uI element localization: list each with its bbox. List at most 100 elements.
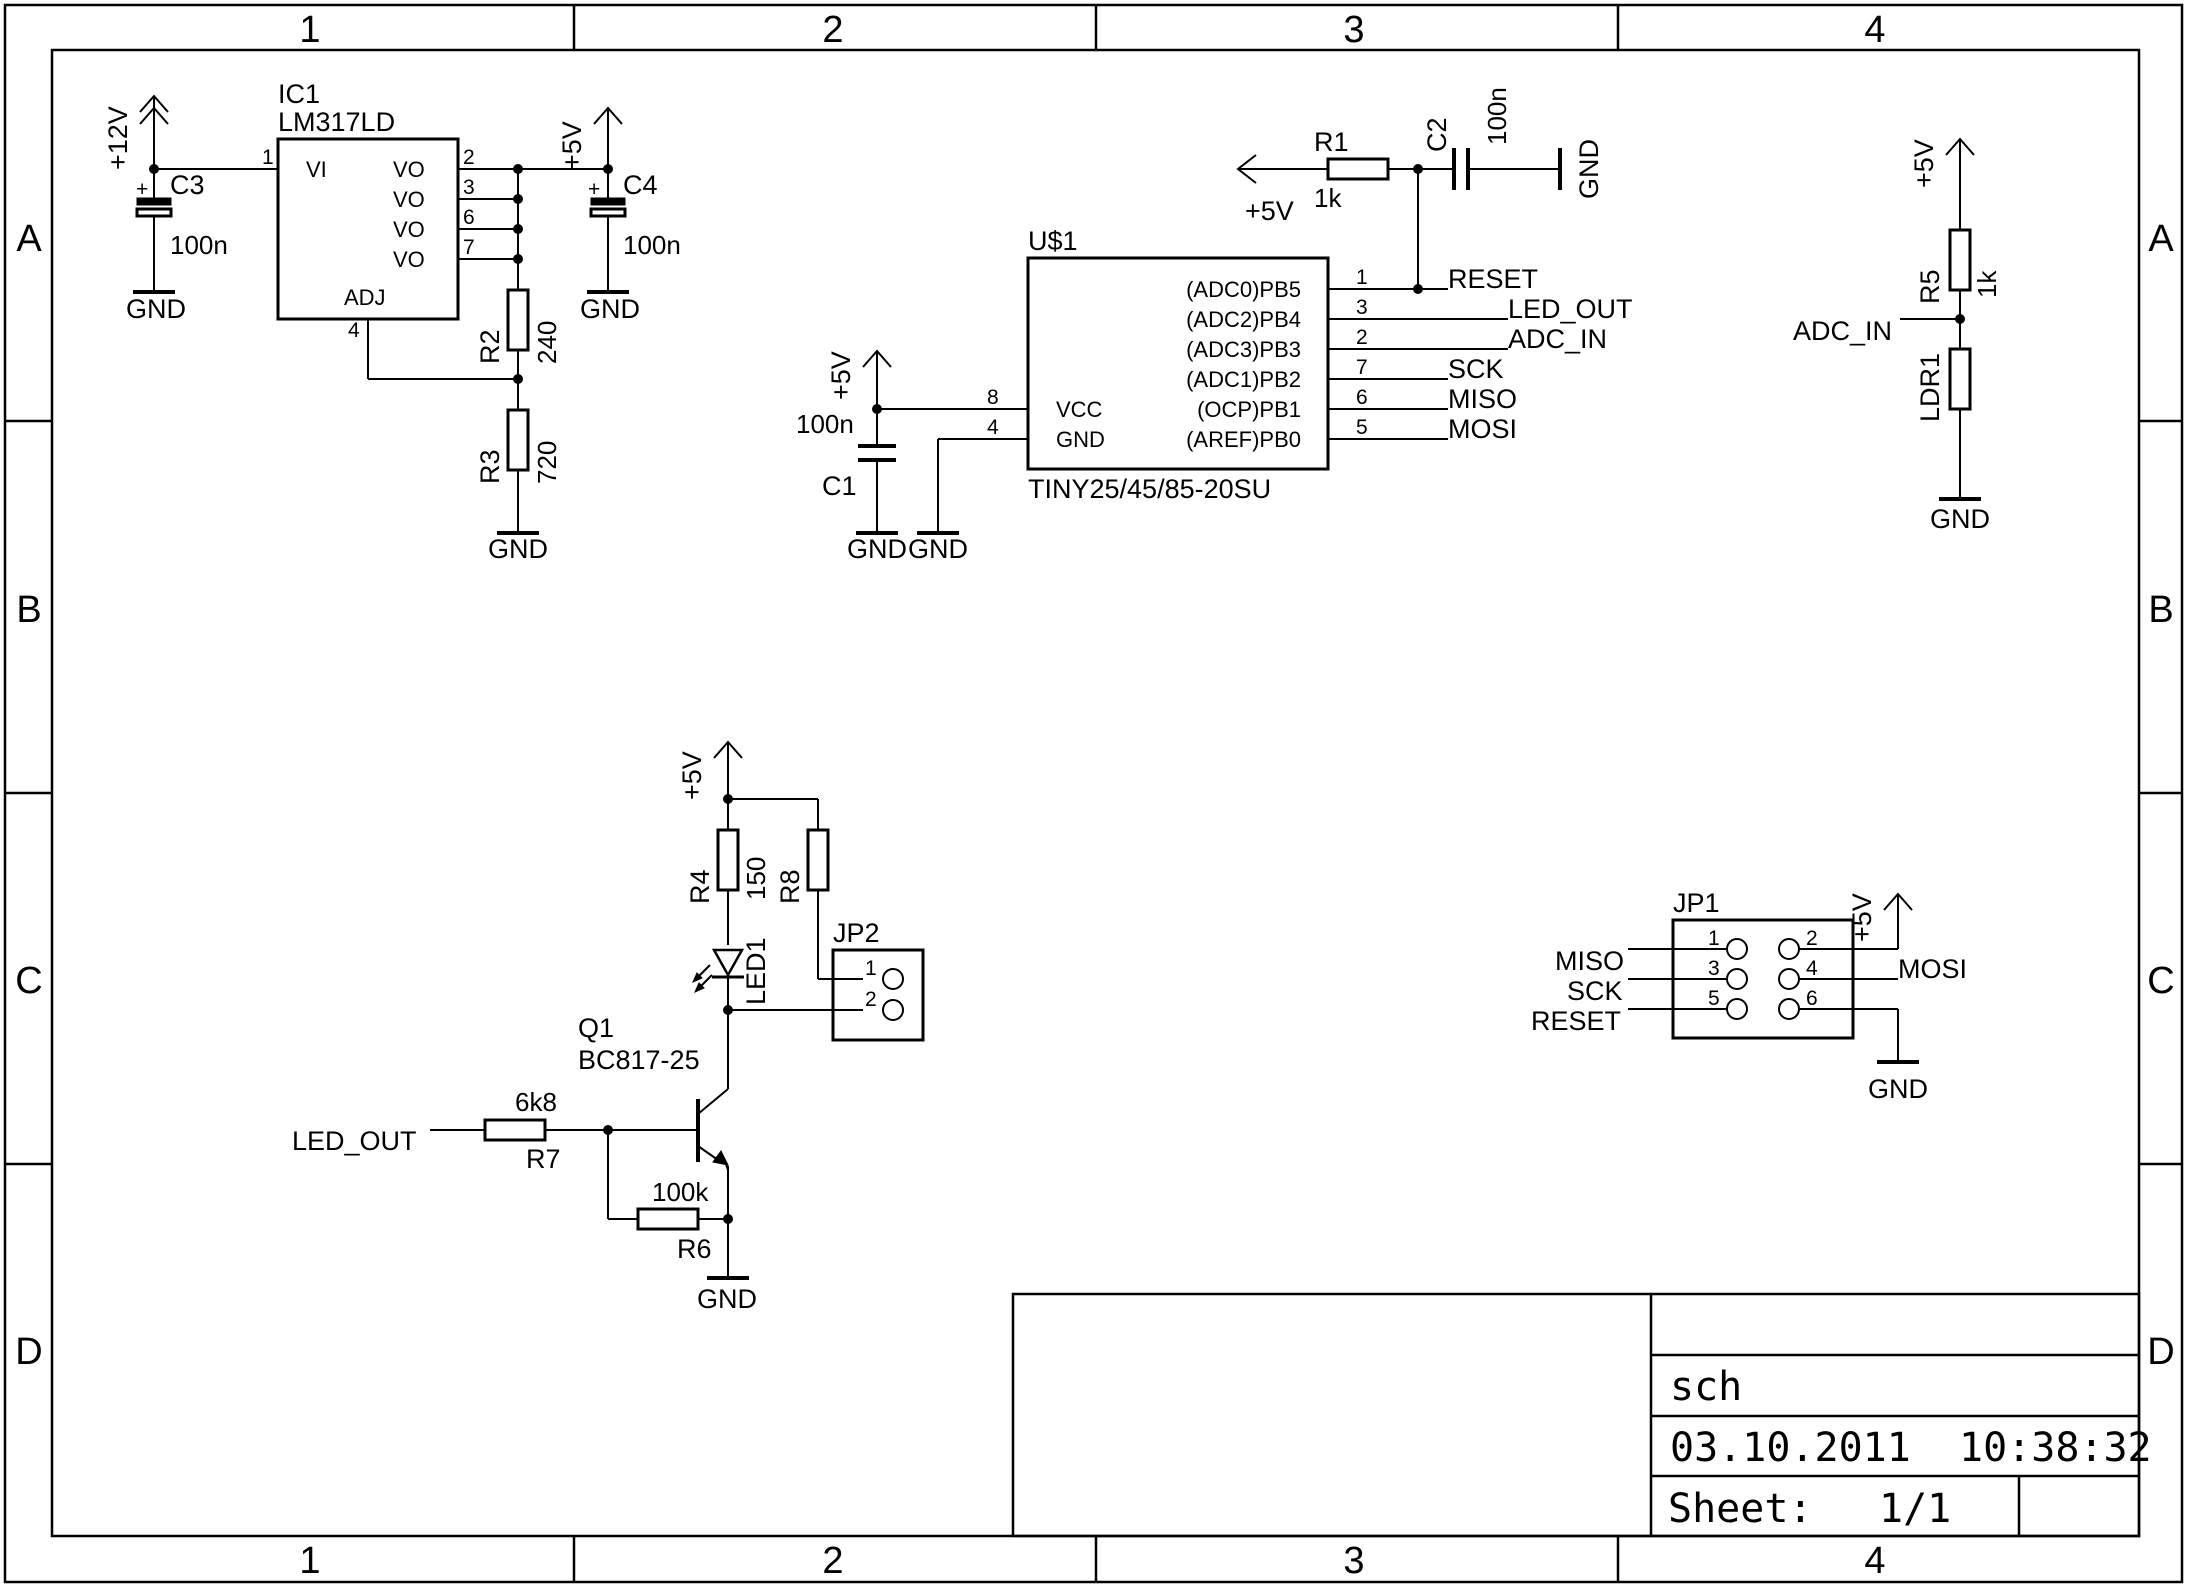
ic1-ref: IC1 <box>278 79 320 109</box>
p5v-symbol: +5V <box>1236 154 1328 226</box>
p5v-label: +5V <box>1909 139 1939 188</box>
jp1-pin-number: 3 <box>1708 957 1720 980</box>
r6-value: 100k <box>652 1177 709 1207</box>
r4-ref: R4 <box>685 869 715 904</box>
u1-pin-number: 2 <box>1356 326 1368 349</box>
capacitor-c4: + C4 100n <box>588 170 681 292</box>
ic1-pin-vi-label: VI <box>306 157 327 182</box>
grid-column-labels-bottom: 1 2 3 4 <box>299 1540 1885 1582</box>
gnd-symbol: GND <box>126 290 186 324</box>
jp2-pin-number: 2 <box>865 988 877 1011</box>
net-label-led-out: LED_OUT <box>292 1126 417 1156</box>
net-label-miso: MISO <box>1555 946 1624 976</box>
gnd-label: GND <box>126 294 186 324</box>
p5v-label: +5V <box>826 351 856 400</box>
u1-pin-number: 7 <box>1356 356 1368 379</box>
ic1-pin-number: 3 <box>463 176 475 199</box>
grid-col-label: 4 <box>1864 1540 1885 1582</box>
grid-row-label: A <box>16 218 42 260</box>
c3-ref: C3 <box>170 170 205 200</box>
r7-value: 6k8 <box>515 1087 557 1117</box>
q1-value: BC817-25 <box>578 1045 700 1075</box>
r2-value: 240 <box>532 321 562 364</box>
capacitor-c3: + C3 100n <box>135 170 228 292</box>
grid-row-label: B <box>16 589 41 631</box>
q1-ref: Q1 <box>578 1013 614 1043</box>
ic1-pin-number: 1 <box>262 146 274 169</box>
gnd-symbol: GND <box>488 531 548 564</box>
ldr-ldr1: LDR1 <box>1915 347 1972 499</box>
p5v-label: +5V <box>1847 893 1877 942</box>
u1-pin-name: GND <box>1056 427 1105 452</box>
gnd-label: GND <box>847 534 907 564</box>
r8-ref: R8 <box>775 869 805 904</box>
gnd-label: GND <box>1930 504 1990 534</box>
gnd-label: GND <box>908 534 968 564</box>
u1-pin-number: 1 <box>1356 266 1368 289</box>
u1-pin-function: (AREF)PB0 <box>1186 427 1301 452</box>
net-label-reset: RESET <box>1531 1006 1621 1036</box>
ic1-pin-vo-label: VO <box>393 217 425 242</box>
resistor-r1: R1 1k <box>1314 127 1418 213</box>
capacitor-c2: C2 100n <box>1418 87 1560 190</box>
grid-col-label: 4 <box>1864 9 1885 51</box>
gnd-label: GND <box>1868 1074 1928 1104</box>
u1-pin-number: 6 <box>1356 386 1368 409</box>
p5v-label: +5V <box>677 751 707 800</box>
resistor-r8: R8 <box>775 828 863 980</box>
c3-polarity: + <box>136 178 148 201</box>
resistor-r2: R2 240 <box>475 259 562 410</box>
resistor-r6: 100k R6 <box>636 1177 712 1264</box>
net-label-adc-in: ADC_IN <box>1793 316 1892 346</box>
grid-row-label: D <box>2147 1331 2174 1373</box>
gnd-label: GND <box>488 534 548 564</box>
jp2-pin-number: 1 <box>865 957 877 980</box>
u1-right-pins: 1 3 2 7 6 5 (ADC0)PB5 (ADC2)PB4 (ADC3)PB… <box>1186 264 1632 452</box>
ic1-pin-vo-label: VO <box>393 187 425 212</box>
c4-value: 100n <box>623 230 681 260</box>
ldr1-ref: LDR1 <box>1915 353 1945 422</box>
p5v-symbol: +5V <box>826 349 892 446</box>
ic1-pin-number: 2 <box>463 146 475 169</box>
transistor-q1: Q1 BC817-25 <box>578 1013 733 1278</box>
u1-pin-name: VCC <box>1056 397 1103 422</box>
net-label-adc-in: ADC_IN <box>1508 324 1607 354</box>
ic1-pin-number: 6 <box>463 206 475 229</box>
jp2-ref: JP2 <box>833 918 880 948</box>
grid-row-label: C <box>15 960 42 1002</box>
reset-network <box>1413 164 1423 294</box>
grid-col-label: 2 <box>822 9 843 51</box>
gnd-symbol: GND <box>847 531 907 564</box>
net-label-led-out: LED_OUT <box>1508 294 1633 324</box>
u1-pin-function: (OCP)PB1 <box>1197 397 1301 422</box>
title-block-name: sch <box>1670 1364 1742 1410</box>
p5v-symbol: +5V <box>1909 137 1975 230</box>
p5v-symbol: +5V <box>1847 892 1913 949</box>
gnd-symbol: GND <box>697 1276 757 1314</box>
jp1-pin-number: 6 <box>1806 987 1818 1010</box>
title-block-sheet-value: 1/1 <box>1879 1486 1951 1532</box>
ic1-regulator: IC1 LM317LD VI VO VO VO VO ADJ 1 2 3 6 7… <box>154 79 613 380</box>
ic1-pin-vo-label: VO <box>393 157 425 182</box>
gnd-symbol: GND <box>908 439 968 564</box>
net-label-miso: MISO <box>1448 384 1517 414</box>
r6-ref: R6 <box>677 1234 712 1264</box>
r3-ref: R3 <box>475 449 505 484</box>
r5-ref: R5 <box>1915 269 1945 304</box>
u1-pin-function: (ADC2)PB4 <box>1186 307 1301 332</box>
jp1-pin-number: 1 <box>1708 927 1720 950</box>
drawing-frame <box>3 3 2184 1584</box>
p5v-symbol: +5V <box>557 106 623 198</box>
jp1-pin-number: 2 <box>1806 927 1818 950</box>
u1-microcontroller: U$1 TINY25/45/85-20SU 8 4 VCC GND 1 3 2 … <box>877 226 1633 504</box>
title-block: sch 03.10.2011 10:38:32 Sheet: 1/1 <box>1011 1292 2152 1538</box>
jp1-ref: JP1 <box>1673 888 1720 918</box>
c1-value: 100n <box>796 409 854 439</box>
c1-ref: C1 <box>822 471 857 501</box>
led-driver-wiring <box>723 1005 863 1089</box>
jp1-pin-number: 5 <box>1708 987 1720 1010</box>
title-block-timestamp: 03.10.2011 10:38:32 <box>1670 1425 2152 1471</box>
p12v-label: +12V <box>103 106 133 170</box>
title-block-sheet-label: Sheet: <box>1668 1486 1813 1532</box>
c3-value: 100n <box>170 230 228 260</box>
